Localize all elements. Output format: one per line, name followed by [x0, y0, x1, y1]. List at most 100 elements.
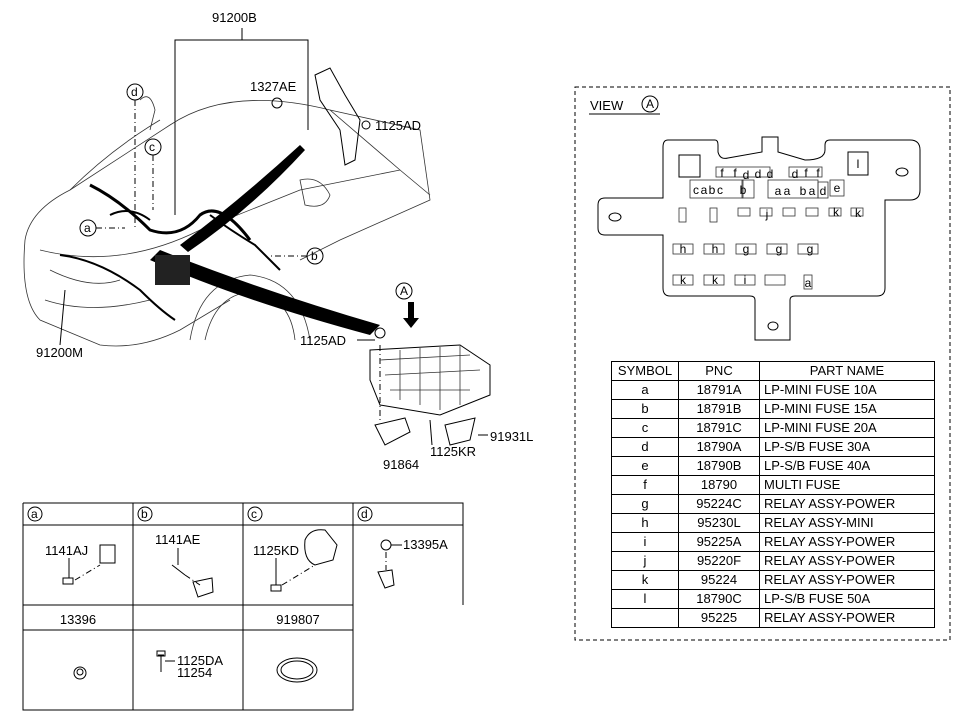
svg-text:i: i [744, 273, 747, 287]
detail-headers: a b c d [27, 506, 373, 522]
view-a-panel [574, 86, 951, 641]
view-title: VIEW [590, 98, 624, 113]
svg-text:k: k [680, 273, 687, 287]
label-919807: 919807 [276, 612, 319, 627]
svg-text:b: b [709, 183, 716, 197]
svg-text:l: l [857, 157, 860, 171]
label-11254: 11254 [177, 665, 212, 680]
svg-text:d: d [743, 168, 750, 182]
svg-text:a: a [775, 184, 782, 198]
svg-text:j: j [765, 207, 769, 221]
detail-grid: a b c d 1141AJ 1141AE 1125KD 13395A 1339… [22, 502, 464, 711]
part-name-cell: LP-S/B FUSE 30A [759, 437, 935, 457]
symbol-cell: d [611, 437, 679, 457]
symbol-cell: f [611, 475, 679, 495]
pnc-cell: 18791C [678, 418, 760, 438]
svg-text:a: a [809, 184, 816, 198]
callout-view-a [395, 282, 413, 300]
svg-text:e: e [834, 181, 841, 195]
pnc-cell: 18790C [678, 589, 760, 609]
svg-text:a: a [701, 183, 708, 197]
svg-text:d: d [361, 507, 368, 521]
svg-text:g: g [807, 242, 814, 256]
symbol-cell: k [611, 570, 679, 590]
symbol-cell: a [611, 380, 679, 400]
part-name-cell: LP-S/B FUSE 50A [759, 589, 935, 609]
svg-text:d: d [755, 167, 762, 181]
part-name-cell: LP-MINI FUSE 20A [759, 418, 935, 438]
part-name-cell: LP-MINI FUSE 10A [759, 380, 935, 400]
label-1125KD: 1125KD [253, 543, 299, 558]
svg-text:a: a [805, 276, 812, 290]
svg-text:f: f [720, 166, 724, 180]
svg-text:h: h [680, 242, 687, 256]
part-name-cell: RELAY ASSY-POWER [759, 532, 935, 552]
svg-text:f: f [804, 166, 808, 180]
label-1125AD-top: 1125AD [375, 118, 421, 133]
fuse-box-outline [597, 136, 921, 341]
label-1125KR: 1125KR [430, 444, 476, 459]
svg-text:d: d [767, 167, 774, 181]
svg-text:b: b [311, 249, 318, 263]
svg-text:c: c [149, 140, 155, 154]
part-name-cell: RELAY ASSY-POWER [759, 570, 935, 590]
pnc-cell: 18790A [678, 437, 760, 457]
svg-text:f: f [816, 166, 820, 180]
nut-icon [73, 666, 87, 680]
symbol-cell: j [611, 551, 679, 571]
svg-text:b: b [141, 507, 148, 521]
symbol-cell: i [611, 532, 679, 552]
svg-text:d: d [792, 167, 799, 181]
svg-text:A: A [400, 284, 408, 298]
svg-text:c: c [717, 183, 723, 197]
pnc-cell: 18791A [678, 380, 760, 400]
harness-bracket: 91200B [174, 10, 309, 215]
label-91200M: 91200M [36, 345, 83, 360]
part-name-cell: RELAY ASSY-POWER [759, 608, 935, 628]
car-illustration [23, 67, 431, 347]
part-name-cell: LP-S/B FUSE 40A [759, 456, 935, 476]
label-1327AE: 1327AE [250, 79, 297, 94]
svg-text:a: a [84, 221, 91, 235]
table-header: SYMBOL PNC PART NAME [611, 361, 935, 381]
pnc-cell: 95224 [678, 570, 760, 590]
grommet-icon [276, 657, 318, 683]
svg-text:g: g [776, 242, 783, 256]
part-name-cell: RELAY ASSY-POWER [759, 551, 935, 571]
svg-text:b: b [740, 183, 747, 197]
label-1125DA: 1125DA [177, 653, 223, 668]
symbol-cell: b [611, 399, 679, 419]
label-13395A: 13395A [403, 537, 448, 552]
pnc-cell: 18790 [678, 475, 760, 495]
svg-text:d: d [131, 85, 138, 99]
part-name-cell: LP-MINI FUSE 15A [759, 399, 935, 419]
part-name-cell: MULTI FUSE [759, 475, 935, 495]
svg-text:a: a [31, 507, 38, 521]
svg-text:k: k [712, 273, 719, 287]
svg-text:c: c [693, 183, 699, 197]
part-name-cell: RELAY ASSY-MINI [759, 513, 935, 533]
pnc-cell: 95230L [678, 513, 760, 533]
pnc-cell: 95225A [678, 532, 760, 552]
fuse-slot-labels: f f d d d d f f l c a b c b a a b a d e … [680, 157, 862, 290]
svg-text:a: a [784, 184, 791, 198]
label-13396: 13396 [60, 612, 96, 627]
label-91931L: 91931L [490, 429, 533, 444]
symbol-cell: h [611, 513, 679, 533]
svg-text:k: k [855, 206, 862, 220]
symbol-cell [611, 608, 679, 628]
svg-text:f: f [733, 166, 737, 180]
